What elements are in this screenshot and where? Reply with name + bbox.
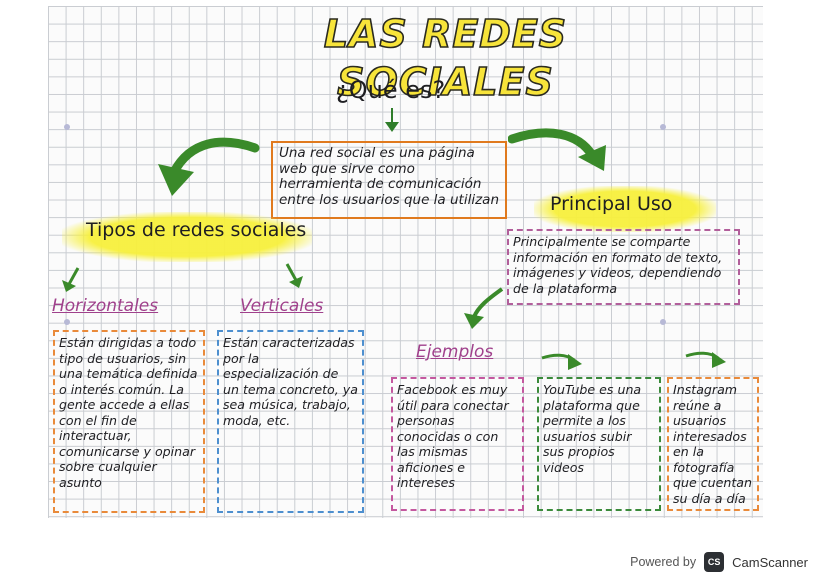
arrow-down-left-icon <box>464 287 504 329</box>
powered-by-text: Powered by <box>630 555 697 569</box>
arrow-right-icon <box>685 351 726 368</box>
page-title: LAS REDES SOCIALES <box>323 11 568 105</box>
use-box: Principalmente se comparte información e… <box>507 229 740 305</box>
horizontal-box: Están dirigidas a todo tipo de usuarios,… <box>53 330 205 513</box>
punch-hole <box>64 319 70 325</box>
grid-paper <box>48 6 763 518</box>
use-heading: Principal Uso <box>550 193 673 215</box>
vertical-label: Verticales <box>240 296 324 316</box>
down-arrow-icon <box>385 108 399 132</box>
youtube-box: YouTube es una plataforma que permite a … <box>537 377 661 511</box>
vertical-box: Están caracterizadas por la especializac… <box>217 330 364 513</box>
punch-hole <box>660 319 666 325</box>
highlight-types <box>62 212 312 262</box>
definition-box: Una red social es una página web que sir… <box>271 141 507 219</box>
punch-hole <box>64 124 70 130</box>
camscanner-brand: CamScanner <box>732 554 808 570</box>
curved-arrow-left-icon <box>158 137 260 196</box>
arrow-down-right-icon <box>285 263 303 288</box>
instagram-box: Instagram reúne a usuarios interesados e… <box>667 377 759 511</box>
types-heading: Tipos de redes sociales <box>86 219 307 241</box>
question-heading: ¿Qué es? <box>336 76 446 104</box>
facebook-box: Facebook es muy útil para conectar perso… <box>391 377 524 511</box>
curved-arrow-right-icon <box>508 128 606 171</box>
arrow-down-left-icon <box>62 267 80 292</box>
camscanner-footer: Powered by CS CamScanner <box>630 548 808 576</box>
arrow-right-icon <box>541 353 582 370</box>
horizontal-label: Horizontales <box>52 296 159 316</box>
highlight-use <box>534 186 716 232</box>
camscanner-logo-icon: CS <box>704 552 725 572</box>
punch-hole <box>660 124 666 130</box>
examples-label: Ejemplos <box>416 342 494 362</box>
